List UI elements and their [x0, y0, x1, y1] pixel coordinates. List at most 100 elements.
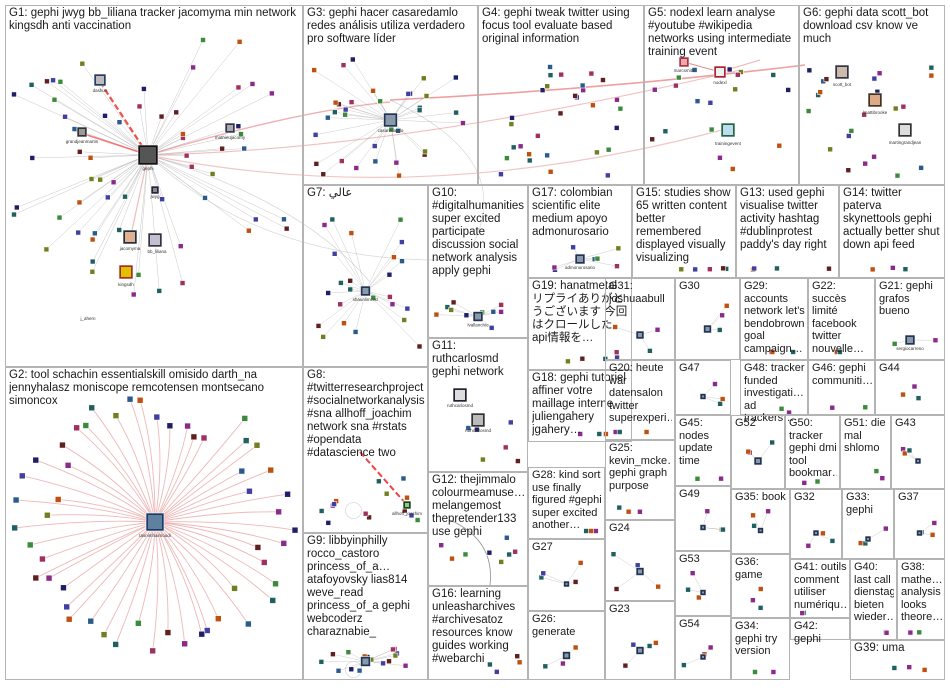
- g6-node[interactable]: [861, 111, 867, 118]
- g5-node[interactable]: [735, 71, 741, 78]
- g13-node[interactable]: [751, 265, 757, 272]
- g50-node[interactable]: [814, 478, 821, 485]
- g11-node[interactable]: [507, 419, 514, 426]
- g36-node[interactable]: [757, 605, 764, 611]
- g3-node[interactable]: [460, 120, 466, 126]
- g9-node[interactable]: [330, 651, 336, 657]
- g6-node[interactable]: [871, 153, 877, 160]
- g2-node[interactable]: [284, 490, 291, 498]
- g1-node[interactable]: [283, 225, 290, 232]
- g10-node[interactable]: [433, 311, 440, 318]
- g36-node[interactable]: [750, 597, 756, 603]
- g2-node[interactable]: [32, 574, 40, 582]
- g2-node[interactable]: [112, 412, 120, 419]
- g3-node[interactable]: [393, 159, 400, 166]
- g24-node[interactable]: [655, 583, 661, 590]
- g1-node[interactable]: [238, 131, 244, 137]
- g44-node[interactable]: [915, 395, 922, 401]
- g10-node[interactable]: [488, 325, 495, 331]
- g32-node[interactable]: [805, 542, 812, 549]
- g2-node[interactable]: [253, 441, 261, 449]
- g1-node[interactable]: [97, 176, 103, 183]
- g1-node[interactable]: [44, 78, 50, 85]
- g11-node[interactable]: [515, 458, 521, 464]
- g1-node[interactable]: [141, 86, 147, 92]
- g4-node[interactable]: [613, 125, 620, 131]
- g6-node[interactable]: [928, 72, 935, 79]
- g3-node[interactable]: [342, 106, 349, 113]
- g29-node[interactable]: [769, 349, 776, 355]
- g1-node[interactable]: [87, 155, 94, 161]
- g17-node[interactable]: [570, 244, 576, 251]
- g2-node[interactable]: [203, 627, 211, 634]
- g6-node[interactable]: [848, 128, 855, 134]
- g9-node[interactable]: [386, 658, 392, 665]
- g6-node[interactable]: [806, 67, 813, 74]
- g5-node[interactable]: [776, 142, 783, 149]
- g10-node[interactable]: [498, 302, 504, 308]
- g10-node[interactable]: [463, 312, 470, 319]
- g4-node[interactable]: [508, 121, 515, 127]
- g2-node[interactable]: [254, 544, 262, 551]
- g6-node[interactable]: [862, 160, 868, 167]
- g9-node[interactable]: [392, 652, 399, 659]
- g2-node[interactable]: [63, 603, 71, 611]
- g19-node[interactable]: [565, 358, 571, 365]
- g14-node[interactable]: [902, 266, 909, 272]
- g7-node[interactable]: [315, 323, 322, 329]
- g7-node[interactable]: [404, 305, 411, 312]
- g1-node[interactable]: [62, 113, 68, 120]
- g54-node[interactable]: [707, 644, 714, 651]
- g6-node[interactable]: [918, 165, 924, 171]
- g3-node[interactable]: [395, 127, 401, 134]
- g7-node[interactable]: [386, 271, 393, 278]
- g12-node[interactable]: [449, 555, 455, 562]
- g2-node[interactable]: [184, 422, 191, 430]
- g15-node[interactable]: [707, 266, 713, 273]
- g44-node[interactable]: [911, 383, 918, 390]
- g2-node[interactable]: [267, 466, 274, 474]
- g3-node[interactable]: [453, 109, 459, 116]
- g4-node[interactable]: [544, 83, 551, 90]
- g10-node[interactable]: [498, 309, 504, 315]
- g18-node[interactable]: [577, 431, 583, 437]
- g43-node[interactable]: [906, 447, 913, 454]
- g12-node[interactable]: [438, 542, 444, 548]
- g8-node[interactable]: [404, 494, 410, 501]
- g2-node[interactable]: [135, 619, 142, 627]
- g8-node[interactable]: [414, 517, 421, 523]
- g47-node[interactable]: [712, 381, 718, 387]
- g25-node[interactable]: [637, 508, 643, 515]
- g6-node[interactable]: [823, 76, 830, 82]
- g2-node[interactable]: [200, 434, 208, 442]
- g1-node[interactable]: [75, 229, 82, 236]
- g5-node[interactable]: [691, 67, 698, 73]
- g27-node[interactable]: [540, 570, 547, 577]
- g14-node[interactable]: [869, 266, 876, 273]
- g1-node[interactable]: [135, 272, 142, 278]
- g32-node[interactable]: [820, 530, 826, 537]
- g2-node[interactable]: [126, 395, 134, 403]
- g13-node[interactable]: [826, 265, 832, 272]
- g9-node[interactable]: [402, 662, 409, 669]
- g6-node[interactable]: [805, 108, 812, 114]
- g4-node[interactable]: [605, 146, 612, 153]
- g1-node[interactable]: [253, 216, 259, 223]
- g40-node[interactable]: [883, 629, 890, 636]
- g8-node[interactable]: [366, 514, 372, 521]
- g24-node[interactable]: [613, 586, 620, 592]
- g4-node[interactable]: [544, 152, 550, 159]
- g17-node[interactable]: [615, 245, 622, 252]
- g1-node[interactable]: [102, 113, 108, 119]
- g14-node[interactable]: [890, 265, 896, 271]
- g7-node[interactable]: [337, 301, 343, 308]
- g7-node[interactable]: [370, 294, 377, 301]
- g44-node[interactable]: [900, 391, 906, 398]
- g41-node[interactable]: [799, 610, 806, 616]
- g8-node[interactable]: [362, 510, 369, 517]
- g16-node[interactable]: [493, 669, 500, 675]
- g1-node[interactable]: [179, 280, 186, 286]
- g6-node[interactable]: [876, 70, 883, 77]
- g3-node[interactable]: [371, 143, 378, 149]
- g4-node[interactable]: [588, 70, 595, 77]
